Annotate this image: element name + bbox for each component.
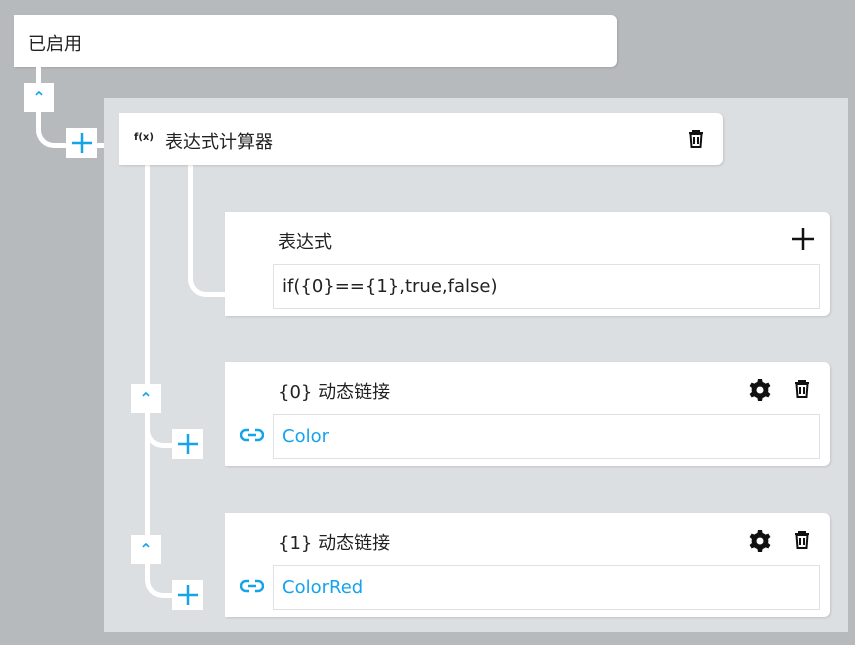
expression-input[interactable]: if({0}=={1},true,false)	[273, 264, 820, 309]
collapse-button[interactable]: ⌃	[131, 535, 161, 564]
add-child-button[interactable]	[66, 128, 97, 158]
link-icon	[240, 428, 264, 442]
trash-icon[interactable]	[687, 129, 705, 149]
link-title: {0} 动态链接	[278, 382, 391, 403]
plus-icon[interactable]	[791, 227, 815, 251]
trash-icon[interactable]	[793, 379, 811, 399]
gear-icon[interactable]	[748, 529, 772, 553]
plus-icon	[177, 434, 198, 454]
link-input[interactable]: Color	[273, 414, 820, 459]
link-input[interactable]: ColorRed	[273, 565, 820, 610]
function-icon: f(x)	[134, 132, 154, 143]
plus-icon	[177, 585, 198, 605]
expression-title: 表达式	[278, 232, 332, 253]
link-title: {1} 动态链接	[278, 533, 391, 554]
connector-line	[188, 160, 230, 297]
gear-icon[interactable]	[748, 378, 772, 402]
connector-line	[145, 405, 185, 448]
root-title: 已启用	[28, 34, 82, 55]
dynamic-link-node-0: {0} 动态链接 Color	[225, 362, 830, 466]
root-node[interactable]: 已启用	[14, 15, 617, 67]
dynamic-link-node-1: {1} 动态链接 ColorRed	[225, 513, 830, 617]
calculator-node[interactable]: f(x) 表达式计算器	[119, 113, 723, 165]
trash-icon[interactable]	[793, 530, 811, 550]
connector-line	[145, 555, 185, 598]
collapse-button[interactable]: ⌃	[24, 83, 54, 112]
calculator-title: 表达式计算器	[165, 132, 273, 153]
add-child-button[interactable]	[172, 429, 203, 459]
add-child-button[interactable]	[172, 580, 203, 610]
connector-line	[145, 160, 150, 580]
expression-node: 表达式 if({0}=={1},true,false)	[225, 212, 830, 316]
plus-icon	[71, 133, 92, 153]
link-icon	[240, 579, 264, 593]
collapse-button[interactable]: ⌃	[131, 384, 161, 413]
